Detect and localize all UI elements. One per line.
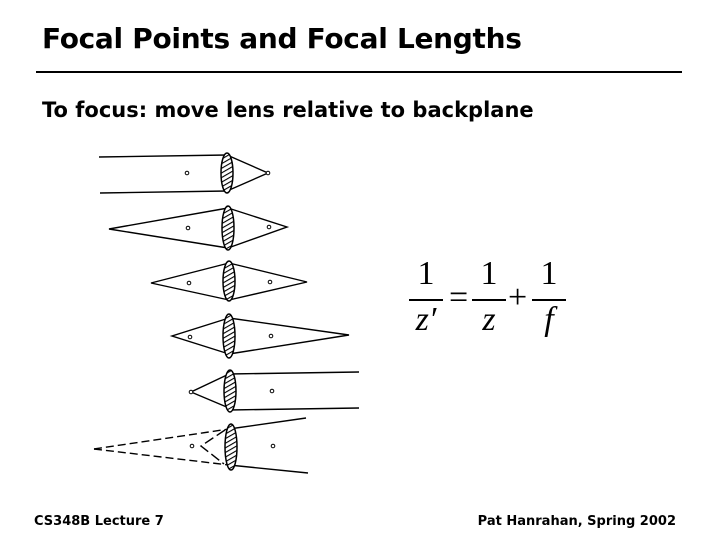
lens [224, 423, 238, 471]
lens [222, 260, 236, 302]
numerator: 1 [540, 255, 558, 292]
fraction-bar [532, 299, 566, 301]
lens [220, 152, 234, 194]
lens [223, 369, 237, 413]
lens-row-6 [93, 417, 309, 474]
denominator: z [482, 301, 496, 338]
lenses [220, 152, 238, 471]
title-divider [36, 71, 682, 73]
equals-sign: = [449, 279, 469, 316]
denominator: z′ [415, 301, 437, 338]
lens-row-2 [108, 207, 290, 249]
lens [221, 205, 235, 251]
lens-row-4 [169, 317, 350, 355]
numerator: 1 [417, 255, 435, 292]
lens-row-1 [98, 154, 269, 194]
slide-title: Focal Points and Focal Lengths [42, 22, 522, 55]
numerator: 1 [480, 255, 498, 292]
thin-lens-equation: 1 z′ = 1 z + 1 f [405, 255, 575, 345]
lens [222, 313, 236, 359]
slide-subtitle: To focus: move lens relative to backplan… [42, 98, 534, 122]
lens-row-5 [189, 371, 360, 411]
plus-sign: + [508, 279, 528, 316]
footer-author: Pat Hanrahan, Spring 2002 [477, 514, 676, 529]
fraction-bar [472, 299, 506, 301]
denominator: f [544, 301, 554, 338]
footer-course: CS348B Lecture 7 [34, 514, 164, 529]
fraction-bar [409, 299, 443, 301]
lens-row-3 [150, 262, 308, 301]
focal-points [184, 170, 276, 449]
